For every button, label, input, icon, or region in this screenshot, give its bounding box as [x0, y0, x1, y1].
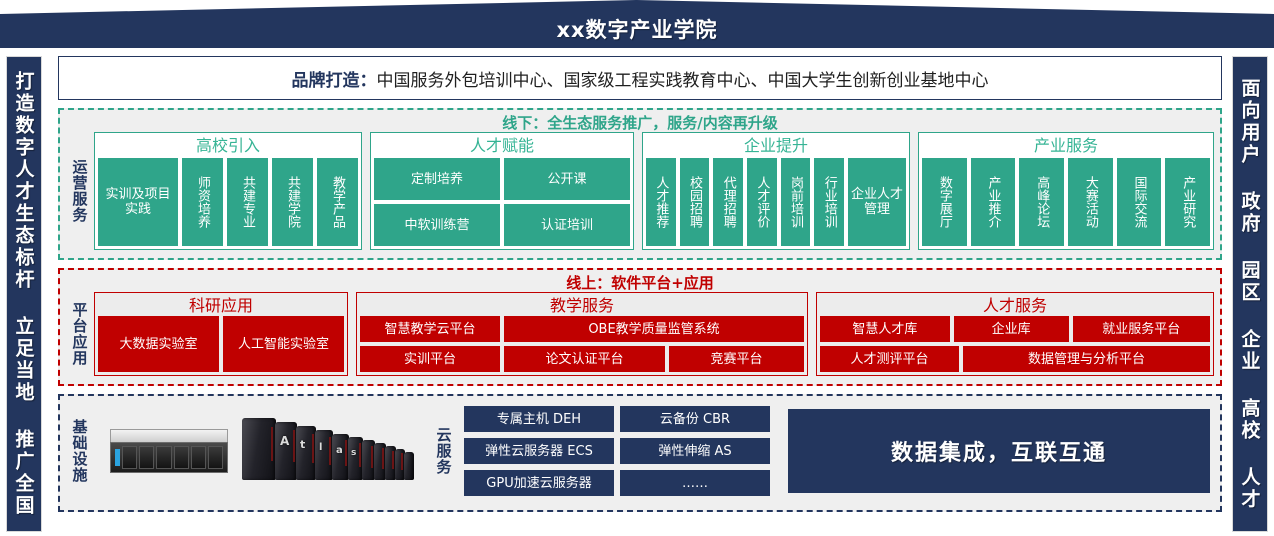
panel-university-introduction: 高校引入 实训及项目实践 师资培养 共建专业 共建学院 教学产品 — [94, 132, 362, 250]
chip-certification-training[interactable]: 认证培训 — [504, 204, 630, 246]
infrastructure-side-label: 基础设施 — [70, 419, 89, 483]
chip-digital-exhibition-hall[interactable]: 数字展厅 — [922, 158, 967, 246]
chip-practical-training[interactable]: 实训及项目实践 — [98, 158, 178, 246]
panel-teaching-service: 教学服务 智慧教学云平台 OBE教学质量监管系统 实训平台 论文认证平台 竞赛平… — [356, 292, 808, 376]
chip-open-class[interactable]: 公开课 — [504, 158, 630, 200]
hardware-images: A t l a s — [100, 418, 424, 484]
chip-enterprise-talent-management[interactable]: 企业人才管理 — [848, 158, 907, 246]
atlas-cluster-icon: A t l a s — [242, 418, 414, 484]
chip-agency-recruitment[interactable]: 代理招聘 — [713, 158, 744, 246]
cloud-service-group: 云服务 专属主机 DEH 云备份 CBR 弹性云服务器 ECS 弹性伸缩 AS … — [430, 406, 770, 496]
right-rail-audience: 面向用户 政府 园区 企业 高校 人才 — [1232, 56, 1268, 532]
data-integration-band: 数据集成，互联互通 — [788, 409, 1210, 493]
offline-side-label: 运营服务 — [70, 159, 89, 223]
chip-deh[interactable]: 专属主机 DEH — [464, 406, 614, 432]
panel-industry-service-title: 产业服务 — [1033, 136, 1098, 155]
panel-talent-service-title: 人才服务 — [982, 296, 1047, 315]
chip-custom-training[interactable]: 定制培养 — [374, 158, 500, 200]
panel-talent-empowerment-title: 人才赋能 — [469, 136, 534, 155]
panel-industry-service: 产业服务 数字展厅 产业推介 高峰论坛 大赛活动 国际交流 产业研究 — [918, 132, 1214, 250]
chip-campus-recruitment[interactable]: 校园招聘 — [679, 158, 710, 246]
chip-employment-service-platform[interactable]: 就业服务平台 — [1072, 316, 1210, 342]
chip-pre-job-training[interactable]: 岗前培训 — [780, 158, 811, 246]
panel-talent-empowerment: 人才赋能 定制培养 公开课 中软训练营 认证培训 — [370, 132, 634, 250]
chip-enterprise-pool[interactable]: 企业库 — [953, 316, 1069, 342]
chip-smart-talent-pool[interactable]: 智慧人才库 — [820, 316, 950, 342]
chip-competition-platform[interactable]: 竞赛平台 — [669, 346, 804, 372]
chip-ai-lab[interactable]: 人工智能实验室 — [223, 316, 344, 372]
left-rail-slogan: 打造数字人才生态标杆 立足当地 推广全国 — [6, 56, 42, 532]
chip-international-exchange[interactable]: 国际交流 — [1116, 158, 1162, 246]
offline-section: 线下：全生态服务推广，服务/内容再升级 运营服务 高校引入 实训及项目实践 师资… — [58, 108, 1222, 260]
panel-talent-service: 人才服务 智慧人才库 企业库 就业服务平台 人才测评平台 数据管理与分析平台 — [816, 292, 1214, 376]
chip-teacher-training[interactable]: 师资培养 — [182, 158, 223, 246]
chip-thesis-certification-platform[interactable]: 论文认证平台 — [504, 346, 665, 372]
chip-data-management-analysis-platform[interactable]: 数据管理与分析平台 — [962, 346, 1210, 372]
chip-industry-training[interactable]: 行业培训 — [814, 158, 845, 246]
offline-section-title: 线下：全生态服务推广，服务/内容再升级 — [502, 114, 778, 132]
chip-bootcamp[interactable]: 中软训练营 — [374, 204, 500, 246]
chip-industry-promotion[interactable]: 产业推介 — [970, 158, 1016, 246]
chip-competition-activity[interactable]: 大赛活动 — [1068, 158, 1113, 246]
panel-enterprise-upgrade: 企业提升 人才推荐 校园招聘 代理招聘 人才评价 岗前培训 行业培训 企业人才管… — [642, 132, 910, 250]
chip-as[interactable]: 弹性伸缩 AS — [620, 438, 770, 464]
header-banner: xx数字产业学院 — [0, 0, 1274, 48]
chip-industry-research[interactable]: 产业研究 — [1165, 158, 1211, 246]
online-section-title: 线上：软件平台+应用 — [566, 274, 714, 292]
chip-summit-forum[interactable]: 高峰论坛 — [1019, 158, 1065, 246]
infrastructure-section: 基础设施 — [58, 394, 1222, 512]
chip-gpu-server[interactable]: GPU加速云服务器 — [464, 470, 614, 496]
brand-building-label: 品牌打造： — [291, 70, 377, 91]
chip-obe-quality-system[interactable]: OBE教学质量监管系统 — [504, 316, 804, 342]
brand-building-text: 品牌打造：中国服务外包培训中心、国家级工程实践教育中心、中国大学生创新创业基地中… — [292, 66, 989, 91]
panel-university-introduction-title: 高校引入 — [195, 136, 260, 155]
chip-ecs[interactable]: 弹性云服务器 ECS — [464, 438, 614, 464]
brand-building-band: 品牌打造：中国服务外包培训中心、国家级工程实践教育中心、中国大学生创新创业基地中… — [58, 56, 1222, 100]
rack-server-icon — [110, 429, 228, 473]
chip-joint-major[interactable]: 共建专业 — [227, 158, 268, 246]
chip-bigdata-lab[interactable]: 大数据实验室 — [98, 316, 219, 372]
chip-joint-college[interactable]: 共建学院 — [272, 158, 313, 246]
panel-teaching-service-title: 教学服务 — [549, 296, 614, 315]
online-section: 线上：软件平台+应用 平台应用 科研应用 大数据实验室 人工智能实验室 教学服务 — [58, 268, 1222, 386]
chip-more[interactable]: …… — [620, 470, 770, 496]
panel-research-application: 科研应用 大数据实验室 人工智能实验室 — [94, 292, 348, 376]
main-content: 品牌打造：中国服务外包培训中心、国家级工程实践教育中心、中国大学生创新创业基地中… — [58, 56, 1222, 532]
chip-smart-teaching-cloud[interactable]: 智慧教学云平台 — [360, 316, 500, 342]
panel-enterprise-upgrade-title: 企业提升 — [743, 136, 808, 155]
chip-talent-recommendation[interactable]: 人才推荐 — [646, 158, 676, 246]
chip-talent-evaluation[interactable]: 人才评价 — [747, 158, 777, 246]
chip-cbr[interactable]: 云备份 CBR — [620, 406, 770, 432]
brand-building-list: 中国服务外包培训中心、国家级工程实践教育中心、中国大学生创新创业基地中心 — [376, 70, 989, 91]
chip-training-platform[interactable]: 实训平台 — [360, 346, 500, 372]
chip-teaching-product[interactable]: 教学产品 — [317, 158, 358, 246]
online-side-label: 平台应用 — [70, 302, 89, 366]
cloud-service-label: 云服务 — [434, 427, 453, 475]
panel-research-application-title: 科研应用 — [188, 296, 253, 315]
chip-talent-assessment-platform[interactable]: 人才测评平台 — [820, 346, 959, 372]
page-title: xx数字产业学院 — [556, 18, 718, 42]
